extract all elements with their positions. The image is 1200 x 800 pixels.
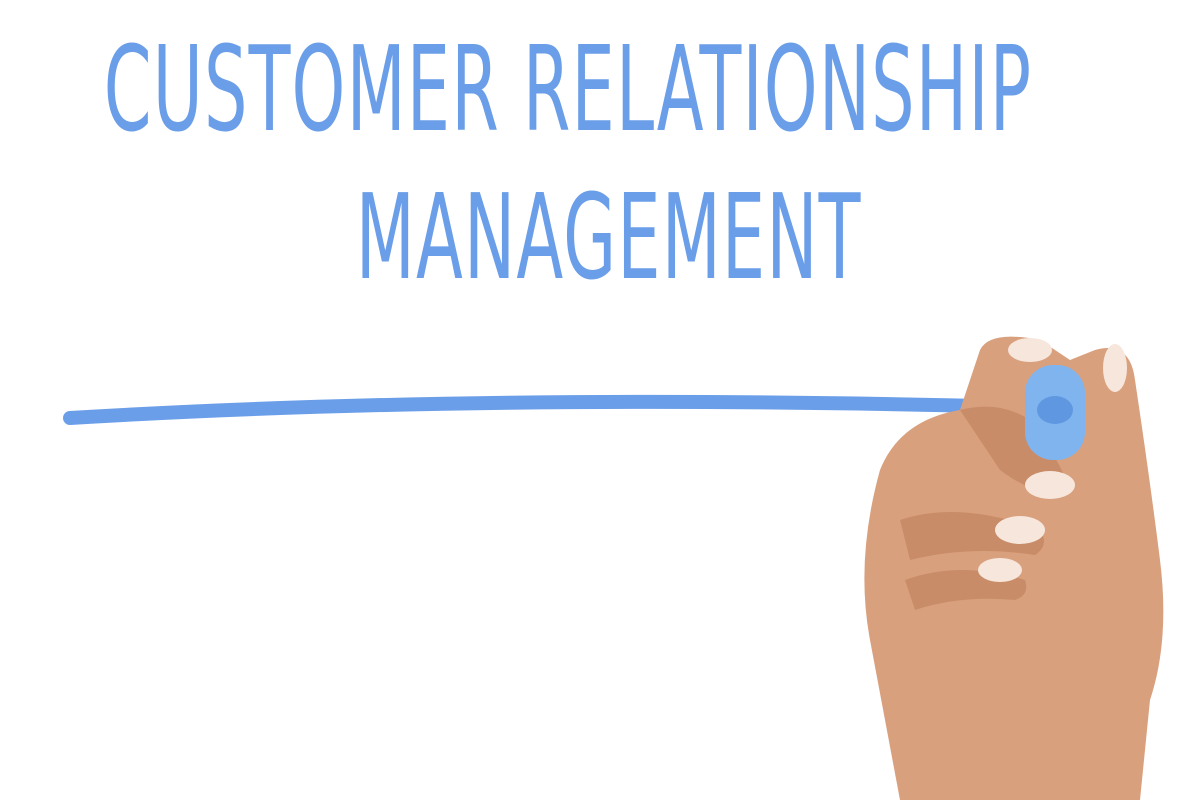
- underline-stroke: [63, 394, 1062, 425]
- hand-holding-marker-icon: [864, 336, 1164, 800]
- heading-line-1: CUSTOMER RELATIONSHIP: [103, 20, 1033, 158]
- heading-line-2: MANAGEMENT: [355, 168, 862, 306]
